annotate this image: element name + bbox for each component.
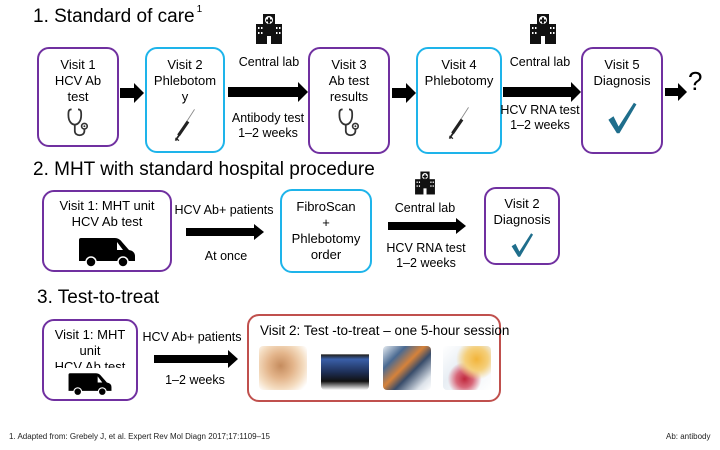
arrow-icon — [392, 83, 416, 103]
s2-hcv-rna-test-duration: 1–2 weeks — [396, 256, 456, 270]
visit-2-line3: y — [181, 89, 189, 104]
test-to-treat-box: Visit 2: Test -to-treat – one 5-hour ses… — [247, 314, 509, 402]
section-3-title: 3. Test-to-treat — [37, 287, 160, 308]
s2-central-lab-label: Central lab — [394, 201, 456, 215]
arrow-icon — [228, 82, 308, 102]
visit-1-line3: test — [67, 89, 89, 104]
abbreviation-note: Ab: antibody — [666, 432, 711, 441]
test-to-treat-title: Visit 2: Test -to-treat – one 5-hour ses… — [260, 323, 510, 338]
visit-2-line2: Phlebotom — [153, 73, 217, 88]
footnote-ref: 1 — [196, 4, 203, 15]
stethoscope-icon — [337, 107, 361, 139]
s2-visit-1-label: Visit 1: MHT unit — [59, 198, 155, 213]
visit-5-box: Visit 5 Diagnosis — [581, 47, 663, 154]
central-lab-label-2: Central lab — [509, 55, 571, 69]
stethoscope-icon — [66, 107, 90, 139]
plus-label: + — [322, 215, 330, 230]
phlebotomy-label: Phlebotomy — [291, 231, 361, 246]
s2-hcv-rna-test-label: HCV RNA test — [386, 241, 466, 255]
checkmark-icon — [509, 230, 535, 260]
finger-prick-image — [259, 346, 307, 390]
hcv-rna-test-label: HCV RNA test — [500, 103, 580, 117]
van-icon — [77, 236, 137, 268]
s3-arrow-1-top-label: HCV Ab+ patients — [142, 330, 242, 344]
arrow-icon — [186, 224, 264, 240]
s3-visit-1-line3: HCV Ab test — [54, 359, 126, 368]
visit-3-label: Visit 3 — [331, 57, 367, 72]
test-cartridges-image — [321, 346, 369, 390]
visit-5-label: Visit 5 — [604, 57, 640, 72]
s2-arrow-1-bottom-label: At once — [204, 249, 248, 263]
s2-visit-2-box: Visit 2 Diagnosis — [484, 187, 560, 265]
syringe-icon — [172, 105, 198, 145]
visit-1-box: Visit 1 HCV Ab test — [37, 47, 119, 147]
arrow-icon — [503, 82, 581, 102]
hcv-rna-test-duration: 1–2 weeks — [510, 118, 570, 132]
fibroscan-device-image — [383, 346, 431, 390]
section-1-title-text: 1. Standard of care — [33, 6, 195, 27]
s2-visit-1-line2: HCV Ab test — [71, 214, 143, 229]
arrow-icon — [120, 83, 144, 103]
s2-arrow-1-top-label: HCV Ab+ patients — [174, 203, 274, 217]
s3-visit-1-line3-clipped: HCV Ab test — [44, 359, 136, 368]
fibroscan-label: FibroScan — [296, 199, 356, 214]
visit-1-label: Visit 1 — [60, 57, 96, 72]
checkmark-icon — [605, 97, 639, 139]
antibody-test-duration: 1–2 weeks — [238, 126, 298, 140]
hospital-icon — [413, 170, 437, 196]
syringe-icon — [446, 103, 472, 143]
order-label: order — [310, 247, 342, 262]
visit-4-line2: Phlebotomy — [424, 73, 494, 88]
visit-5-line2: Diagnosis — [593, 73, 651, 88]
hospital-icon — [254, 12, 284, 46]
visit-2-label: Visit 2 — [167, 57, 203, 72]
s3-visit-1-line2: unit — [79, 343, 101, 358]
arrow-icon — [154, 350, 238, 368]
van-icon — [67, 370, 113, 398]
visit-4-label: Visit 4 — [441, 57, 477, 72]
visit-1-line2: HCV Ab — [54, 73, 102, 88]
s2-visit-2-label: Visit 2 — [504, 196, 540, 211]
hospital-icon — [528, 12, 558, 46]
medication-image — [443, 346, 491, 390]
visit-4-box: Visit 4 Phlebotomy — [416, 47, 502, 154]
s2-visit-2-line2: Diagnosis — [493, 212, 551, 227]
unknown-outcome-mark: ? — [688, 66, 703, 96]
visit-3-box: Visit 3 Ab test results — [308, 47, 390, 154]
s3-visit-1-label: Visit 1: MHT — [54, 327, 126, 342]
visit-3-line2: Ab test — [328, 73, 370, 88]
central-lab-label-1: Central lab — [238, 55, 300, 69]
s3-visit-1-box: Visit 1: MHT unit HCV Ab test — [42, 319, 138, 401]
section-2-title: 2. MHT with standard hospital procedure — [33, 159, 375, 180]
s2-visit-1-box: Visit 1: MHT unit HCV Ab test — [42, 190, 172, 272]
visit-3-line3: results — [329, 89, 369, 104]
antibody-test-label: Antibody test — [231, 111, 305, 125]
s3-arrow-1-bottom-label: 1–2 weeks — [165, 373, 225, 387]
visit-2-box: Visit 2 Phlebotom y — [145, 47, 225, 153]
fibroscan-phlebotomy-box: FibroScan + Phlebotomy order — [280, 189, 372, 273]
footnote: 1. Adapted from: Grebely J, et al. Exper… — [9, 432, 270, 441]
arrow-icon — [665, 83, 687, 101]
arrow-icon — [388, 218, 466, 234]
